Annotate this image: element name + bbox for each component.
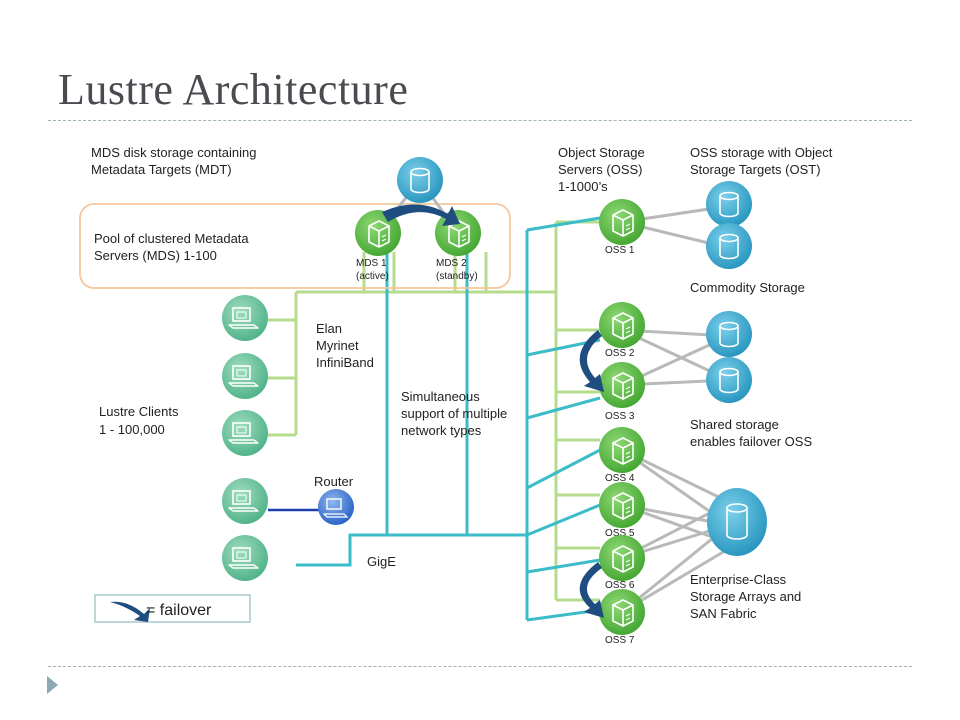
mdt-storage-node-icon <box>396 156 444 204</box>
client-2-icon <box>221 352 269 400</box>
gige-label: GigE <box>367 554 396 569</box>
oss3-node: OSS 3 <box>598 361 646 422</box>
title-divider <box>48 120 912 121</box>
simultaneous-support-label: Simultaneous support of multiple network… <box>401 389 511 438</box>
mds1-label: MDS 1 (active) <box>356 258 389 282</box>
network-types-label: Elan Myrinet InfiniBand <box>316 321 374 370</box>
mds-storage-label: MDS disk storage containing Metadata Tar… <box>91 145 260 177</box>
ost-commodity-2-icon <box>705 222 753 270</box>
shared-storage-label: Shared storage enables failover OSS <box>690 417 812 449</box>
page-title: Lustre Architecture <box>58 65 409 114</box>
oss-server-icon <box>598 481 646 529</box>
oss-label: OSS 4 <box>605 473 635 484</box>
legend-label: = failover <box>146 602 212 619</box>
oss-label: OSS 6 <box>605 580 635 591</box>
oss-header-label: Object Storage Servers (OSS) 1-1000’s <box>558 145 648 194</box>
gige-network-links <box>296 216 601 622</box>
router-node <box>318 489 354 525</box>
client-4-icon <box>221 477 269 525</box>
oss-label: OSS 1 <box>605 245 635 256</box>
oss-server-icon <box>598 426 646 474</box>
ost-shared-1-icon <box>705 310 753 358</box>
client-5-icon <box>221 534 269 582</box>
oss-server-icon <box>598 534 646 582</box>
mds2-label: MDS 2 (standby) <box>436 258 478 282</box>
oss-label: OSS 3 <box>605 411 635 422</box>
client-3-icon <box>221 409 269 457</box>
oss6-node: OSS 6 <box>598 534 646 591</box>
ost-header-label: OSS storage with Object Storage Targets … <box>690 145 836 177</box>
oss7-node: OSS 7 <box>598 588 646 646</box>
oss-label: OSS 7 <box>605 635 635 646</box>
oss-server-icon <box>598 198 646 246</box>
oss6-oss7-failover-arrow-icon <box>579 562 604 618</box>
ost-commodity-1-icon <box>705 180 753 228</box>
oss-server-icon <box>598 361 646 409</box>
mds-pool-box <box>79 203 511 289</box>
mds-pool-label: Pool of clustered Metadata Servers (MDS)… <box>94 231 252 263</box>
oss1-node: OSS 1 <box>598 198 646 256</box>
oss5-node: OSS 5 <box>598 481 646 539</box>
fast-network-links <box>268 220 600 602</box>
oss-label: OSS 2 <box>605 348 635 359</box>
mds-failover-arrow-icon <box>382 204 460 226</box>
clients-label: Lustre Clients 1 - 100,000 <box>99 404 182 437</box>
oss-label: OSS 5 <box>605 528 635 539</box>
enterprise-storage-array-icon <box>707 488 767 556</box>
oss4-node: OSS 4 <box>598 426 646 484</box>
oss2-node: OSS 2 <box>598 301 646 359</box>
failover-legend: = failover <box>94 594 251 623</box>
oss-server-icon <box>598 588 646 636</box>
ost-shared-2-icon <box>705 356 753 404</box>
footer-divider <box>48 666 912 667</box>
enterprise-storage-label: Enterprise-Class Storage Arrays and SAN … <box>690 572 805 621</box>
commodity-storage-label: Commodity Storage <box>690 280 805 295</box>
client-1-icon <box>221 294 269 342</box>
router-label: Router <box>314 474 354 489</box>
legend-failover-arrow-icon <box>110 601 150 622</box>
oss-server-icon <box>598 301 646 349</box>
next-slide-arrow-icon[interactable] <box>47 676 58 694</box>
oss2-oss3-failover-arrow-icon <box>579 330 604 392</box>
